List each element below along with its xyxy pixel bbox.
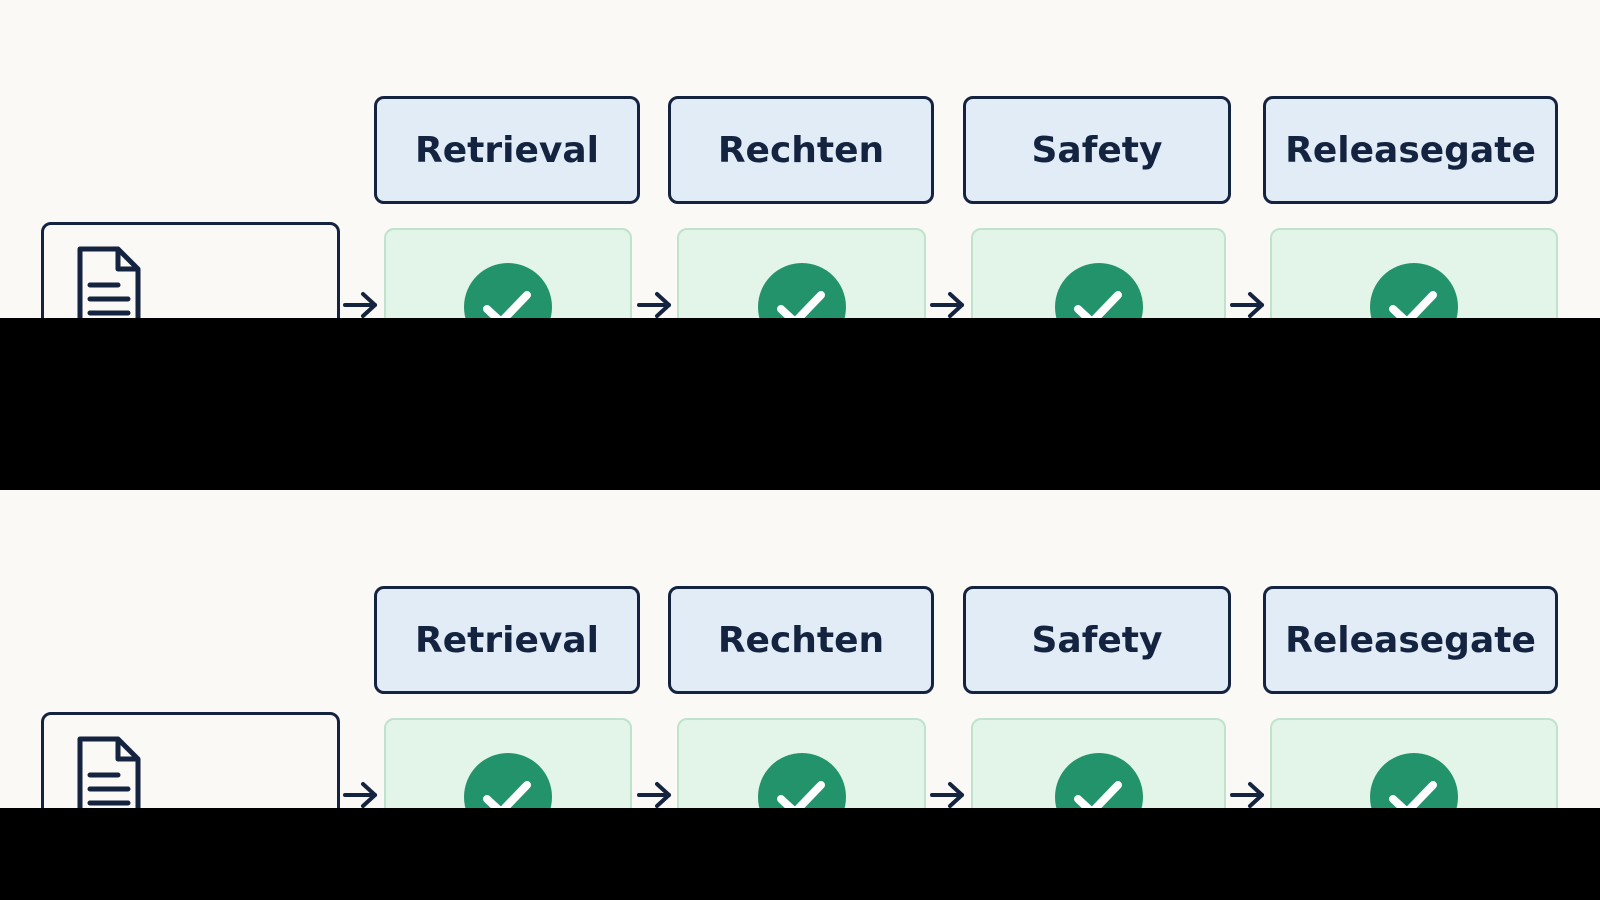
check-circle-icon xyxy=(757,263,846,318)
source-document-card xyxy=(41,222,340,318)
check-circle-icon xyxy=(1054,263,1143,318)
stage-header-safety: Safety xyxy=(963,96,1231,204)
arrow-right-icon xyxy=(930,782,964,808)
stage-header-rechten: Rechten xyxy=(668,586,934,694)
stage-header-rechten: Rechten xyxy=(668,96,934,204)
status-card-retrieval xyxy=(384,228,632,318)
arrow-right-icon xyxy=(343,782,377,808)
arrow-right-icon xyxy=(637,292,671,318)
stage-label: Releasegate xyxy=(1285,129,1536,171)
stage-label: Rechten xyxy=(717,619,885,661)
status-card-retrieval xyxy=(384,718,632,808)
arrow-right-icon xyxy=(1230,292,1264,318)
status-card-rechten xyxy=(677,228,926,318)
check-circle-icon xyxy=(1370,263,1458,318)
check-circle-icon xyxy=(464,263,552,318)
check-circle-icon xyxy=(464,753,552,808)
arrow-right-icon xyxy=(343,292,377,318)
status-card-releasegate xyxy=(1270,228,1558,318)
document-icon xyxy=(77,736,141,808)
stage-header-safety: Safety xyxy=(963,586,1231,694)
document-icon xyxy=(77,246,141,318)
status-card-rechten xyxy=(677,718,926,808)
stage-header-releasegate: Releasegate xyxy=(1263,96,1558,204)
stage-label: Releasegate xyxy=(1285,619,1536,661)
pipeline-panel-2: Retrieval Rechten Safety Releasegate xyxy=(0,490,1600,808)
stage-label: Safety xyxy=(1031,129,1163,171)
stage-label: Retrieval xyxy=(415,619,599,661)
stage-label: Safety xyxy=(1031,619,1163,661)
status-card-safety xyxy=(971,718,1226,808)
status-card-releasegate xyxy=(1270,718,1558,808)
stage-header-releasegate: Releasegate xyxy=(1263,586,1558,694)
check-circle-icon xyxy=(1054,753,1143,808)
status-card-safety xyxy=(971,228,1226,318)
arrow-right-icon xyxy=(637,782,671,808)
check-circle-icon xyxy=(1370,753,1458,808)
stage-label: Rechten xyxy=(717,129,885,171)
source-document-card xyxy=(41,712,340,808)
stage-label: Retrieval xyxy=(415,129,599,171)
arrow-right-icon xyxy=(1230,782,1264,808)
check-circle-icon xyxy=(757,753,846,808)
pipeline-panel-1: Retrieval Rechten Safety Releasegate xyxy=(0,0,1600,318)
arrow-right-icon xyxy=(930,292,964,318)
stage-header-retrieval: Retrieval xyxy=(374,586,640,694)
stage-header-retrieval: Retrieval xyxy=(374,96,640,204)
